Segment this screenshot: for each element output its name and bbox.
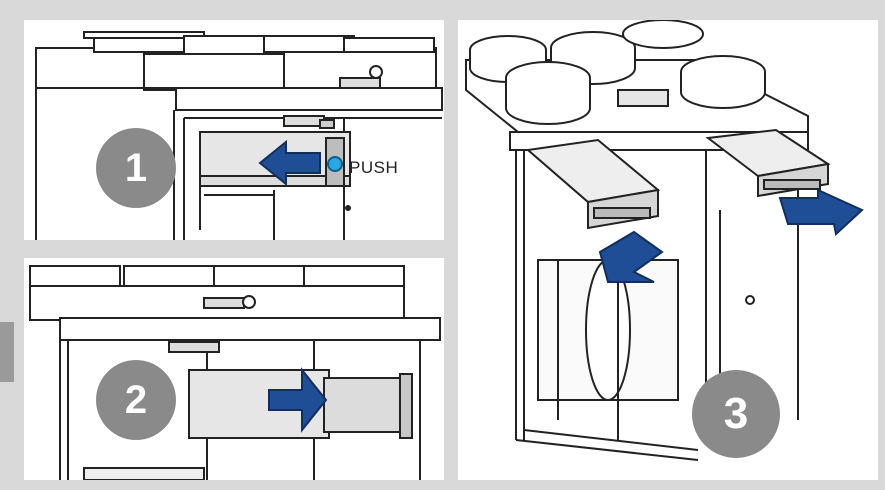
step-2-badge: 2 (96, 360, 176, 440)
side-tab (0, 322, 14, 382)
arrow-down-right-icon (598, 230, 664, 283)
step-1-illustration (35, 31, 443, 240)
arrow-down-right-icon-2 (778, 188, 864, 236)
push-button-icon (327, 156, 343, 172)
push-label: PUSH (349, 158, 399, 177)
step-2-panel: 2 (24, 258, 444, 480)
arrow-left-icon (258, 139, 321, 187)
step-3-panel: 3 (458, 20, 878, 480)
step-1-panel: 1 PUSH (24, 20, 444, 240)
step-3-badge: 3 (692, 370, 780, 458)
step-3-illustration (465, 20, 864, 461)
step-1-badge: 1 (96, 128, 176, 208)
step-2-illustration (29, 265, 441, 480)
arrow-right-icon (268, 367, 328, 433)
